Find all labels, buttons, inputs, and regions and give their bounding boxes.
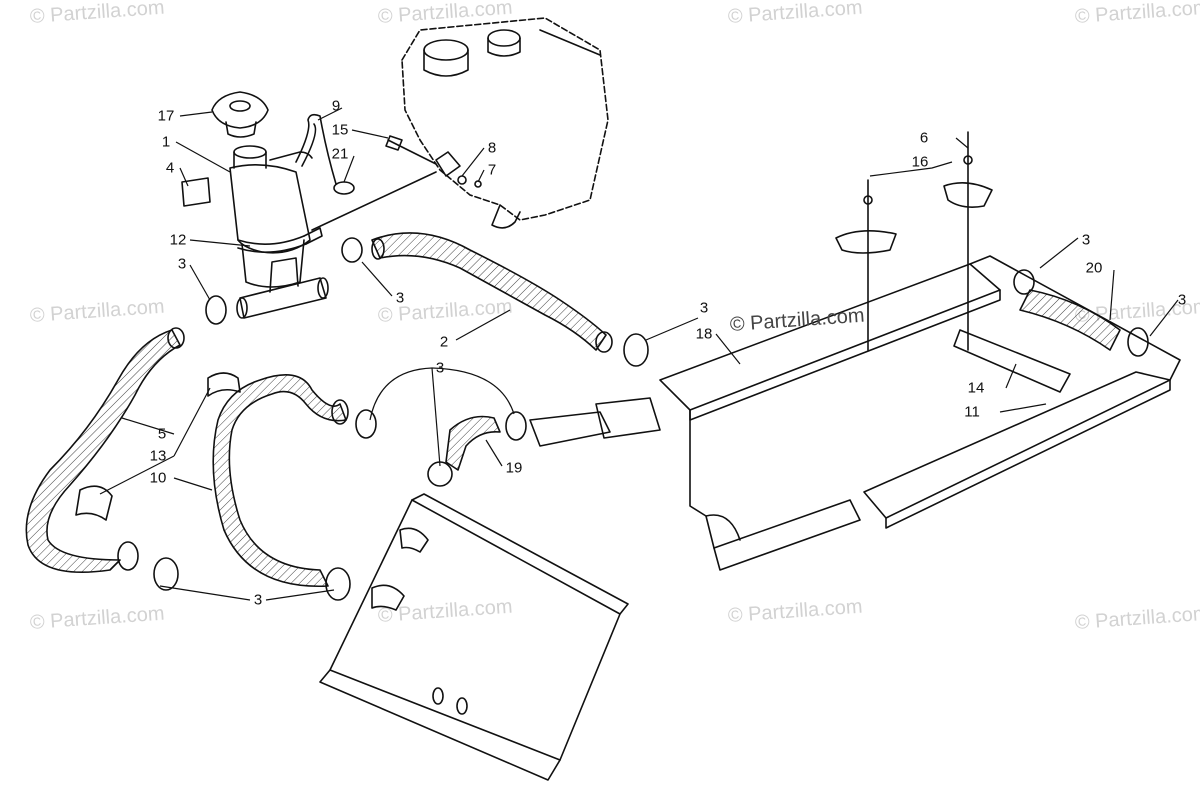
hose-clamp xyxy=(153,557,179,591)
hose-clamp xyxy=(355,409,377,439)
callout-10: 10 xyxy=(149,469,167,487)
hose-clamp xyxy=(1127,327,1149,357)
clip-clamp xyxy=(75,485,113,521)
callout-9: 9 xyxy=(331,97,341,115)
mount-pad xyxy=(835,230,897,254)
clamp xyxy=(333,181,355,195)
callout-3: 3 xyxy=(1177,291,1187,309)
callout-17: 17 xyxy=(157,107,175,125)
overflow-hose xyxy=(295,113,337,185)
hose-middle xyxy=(212,374,347,588)
heat-exchanger-front xyxy=(319,493,629,781)
decal xyxy=(181,177,211,207)
callout-19: 19 xyxy=(505,459,523,477)
hose-elbow xyxy=(445,415,501,471)
callout-12: 12 xyxy=(169,231,187,249)
bolt xyxy=(385,135,437,165)
hose-clamp xyxy=(341,237,363,263)
callout-3: 3 xyxy=(253,591,263,609)
callout-11: 11 xyxy=(964,403,980,421)
hose-clamp xyxy=(505,411,527,441)
hose-upper xyxy=(371,232,607,351)
coolant-tank xyxy=(401,17,609,229)
callout-3: 3 xyxy=(435,359,445,377)
callout-16: 16 xyxy=(911,153,929,171)
hose-left xyxy=(25,329,181,573)
callout-7: 7 xyxy=(487,161,497,179)
callout-18: 18 xyxy=(695,325,713,343)
hose-clamp xyxy=(205,295,227,325)
callout-3: 3 xyxy=(1081,231,1091,249)
hose-clamp xyxy=(325,567,351,601)
callout-3: 3 xyxy=(177,255,187,273)
fill-bottle xyxy=(229,145,323,288)
callout-3: 3 xyxy=(699,299,709,317)
callout-1: 1 xyxy=(161,133,171,151)
callout-5: 5 xyxy=(157,425,167,443)
callout-14: 14 xyxy=(967,379,985,397)
callout-13: 13 xyxy=(149,447,167,465)
pressure-cap xyxy=(211,91,269,138)
hose-clamp xyxy=(1013,269,1035,295)
callout-21: 21 xyxy=(331,145,349,163)
callout-2: 2 xyxy=(439,333,449,351)
callout-15: 15 xyxy=(331,121,349,139)
callout-8: 8 xyxy=(487,139,497,157)
mount-pad xyxy=(943,182,993,208)
callout-4: 4 xyxy=(165,159,175,177)
heat-exchanger-rear xyxy=(659,255,1181,571)
hose-clamp xyxy=(623,333,649,367)
callout-6: 6 xyxy=(919,129,929,147)
callout-3: 3 xyxy=(395,289,405,307)
tee-fitting xyxy=(236,257,329,319)
callout-20: 20 xyxy=(1085,259,1103,277)
